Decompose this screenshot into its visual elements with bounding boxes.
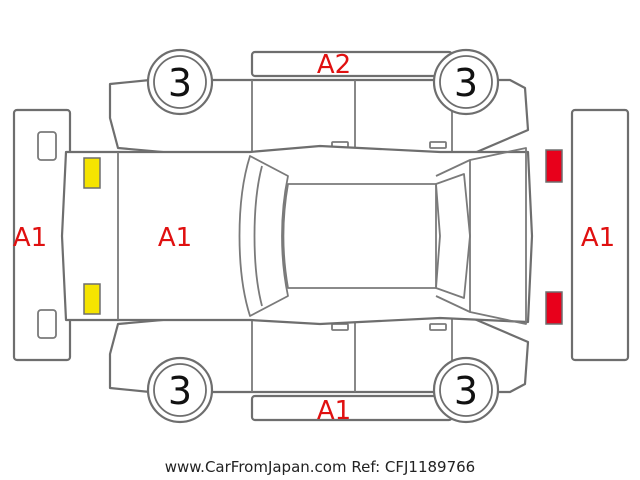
rear-marker-top: [545, 149, 563, 183]
footer-reference: www.CarFromJapan.com Ref: CFJ1189766: [165, 458, 475, 476]
grade-label-hood: A1: [158, 223, 192, 253]
front-marker-top: [83, 157, 101, 189]
rear-bumper: [570, 108, 630, 362]
grade-label-front-bumper: A1: [13, 223, 47, 253]
grade-label-top-side: A2: [317, 50, 351, 80]
wheel-rear-right-grade: 3: [454, 369, 478, 413]
wheel-rear-right: 3: [432, 356, 500, 424]
wheel-front-left: 3: [146, 48, 214, 116]
wheel-front-right-grade: 3: [168, 369, 192, 413]
top-side-strip: [250, 50, 454, 78]
wheel-rear-left: 3: [432, 48, 500, 116]
bottom-side-strip: [250, 394, 454, 422]
rear-marker-bottom: [545, 291, 563, 325]
wheel-front-right: 3: [146, 356, 214, 424]
wheel-rear-left-grade: 3: [454, 61, 478, 105]
front-marker-bottom: [83, 283, 101, 315]
bottom-side-profile: [108, 310, 530, 394]
car-body-top: [60, 144, 534, 326]
grade-label-rear-bumper: A1: [581, 223, 615, 253]
wheel-front-left-grade: 3: [168, 61, 192, 105]
grade-label-bottom-side: A1: [317, 396, 351, 426]
